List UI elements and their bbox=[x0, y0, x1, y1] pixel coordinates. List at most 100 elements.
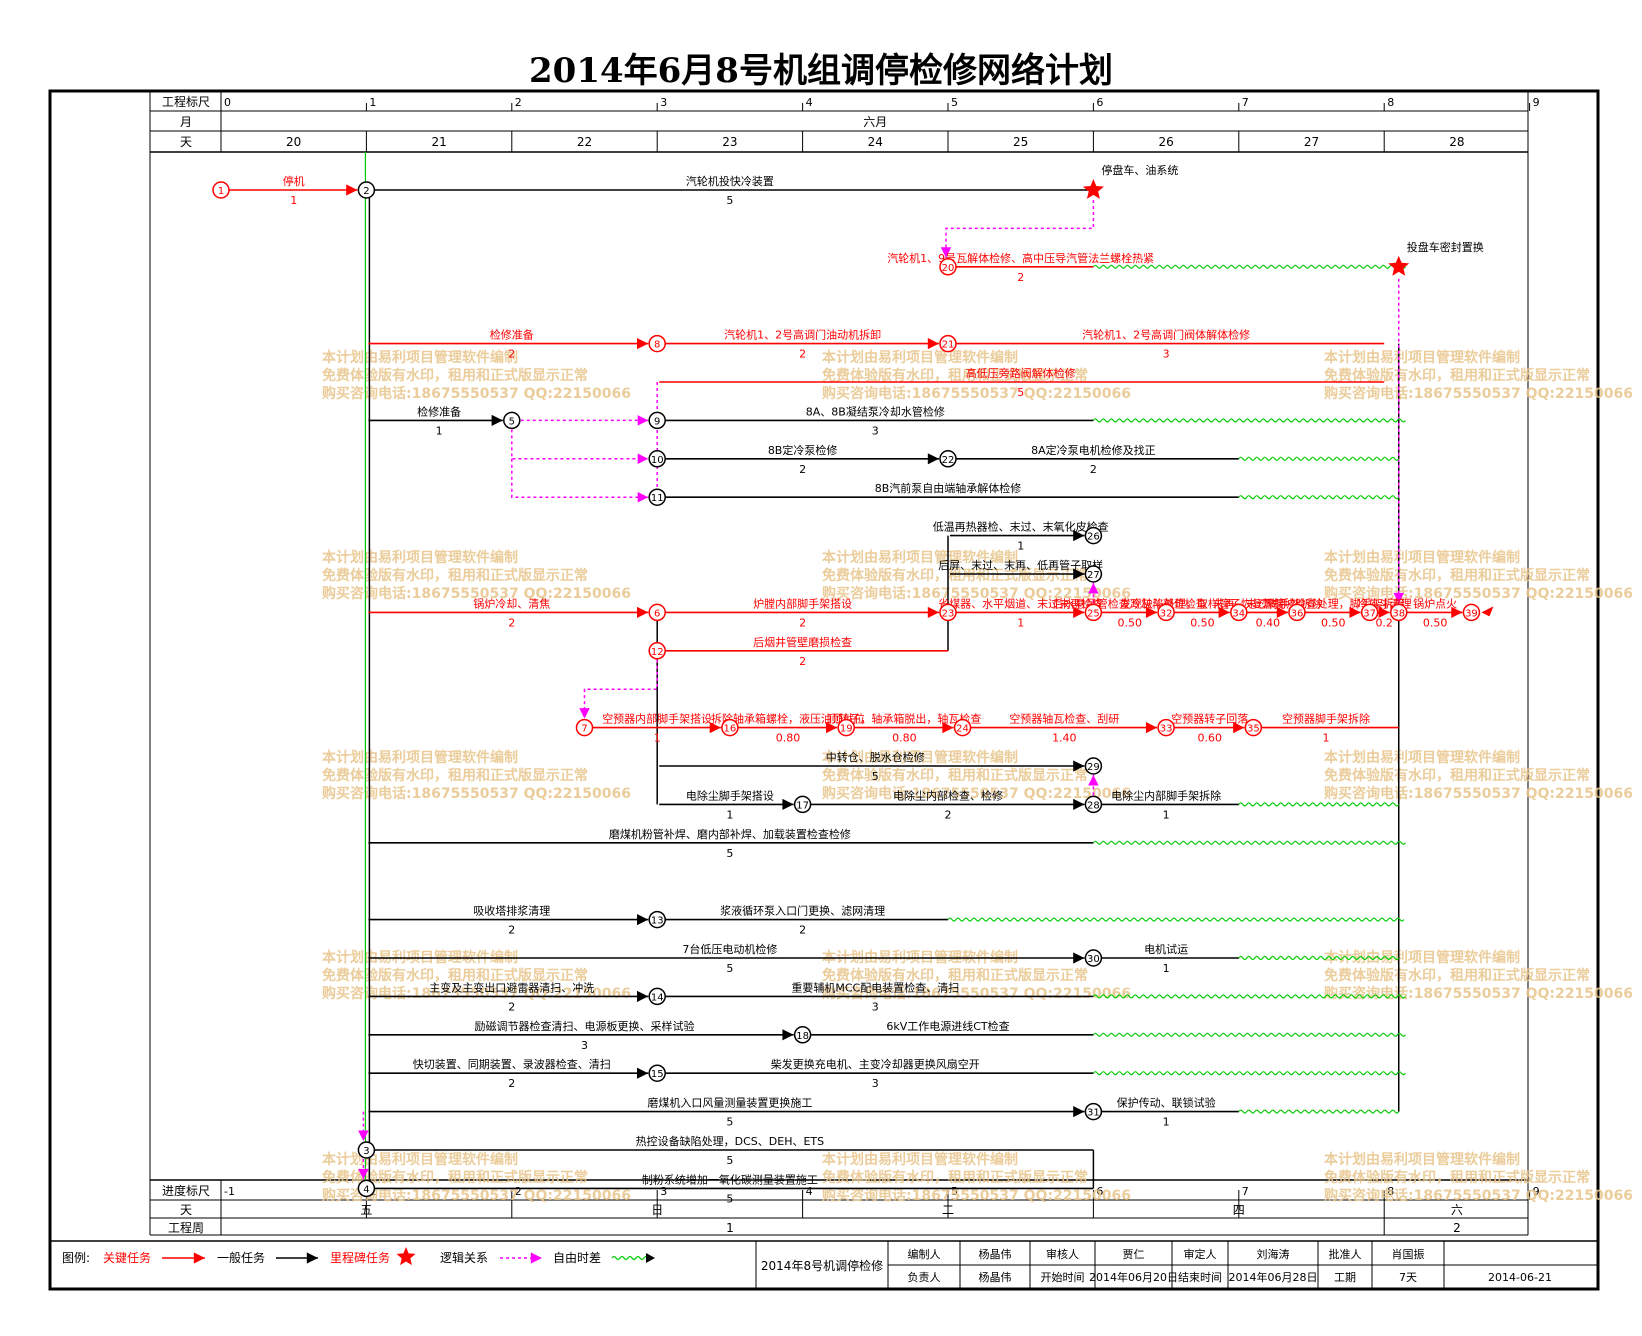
task-name: 7台低压电动机检修 bbox=[682, 942, 777, 956]
info-date: 2014-06-21 bbox=[1488, 1271, 1552, 1284]
legend-star-icon bbox=[396, 1247, 416, 1266]
weekday-label: 五 bbox=[360, 1203, 372, 1217]
watermark-text: 本计划由易利项目管理软件编制 bbox=[822, 549, 1018, 566]
node-number: 35 bbox=[1247, 724, 1260, 735]
node-circle bbox=[837, 718, 855, 737]
week-row-label: 工程周 bbox=[168, 1220, 204, 1235]
node-circle bbox=[1084, 949, 1103, 967]
day-label: 25 bbox=[1013, 135, 1028, 149]
task-name: 汽轮机投快冷装置 bbox=[686, 174, 774, 188]
free-float-line bbox=[1238, 495, 1400, 500]
node-circle bbox=[357, 1179, 376, 1198]
task-name: 8A、8B凝结泵冷却水管检修 bbox=[806, 404, 945, 418]
node-circle bbox=[793, 1026, 812, 1044]
progress-tick-label: 9 bbox=[1533, 1185, 1540, 1198]
task-duration: 1 bbox=[1163, 962, 1170, 975]
node-circle bbox=[212, 181, 230, 199]
node-circle bbox=[1462, 603, 1481, 622]
node-number: 31 bbox=[1087, 1108, 1100, 1119]
task-duration: 1.40 bbox=[1052, 732, 1077, 745]
task-name: 主变及主变出口避雷器清扫、冲洗 bbox=[429, 980, 594, 994]
task-duration: 5 bbox=[726, 1192, 733, 1205]
task-duration: 0.2 bbox=[1375, 616, 1393, 629]
task-duration: 3 bbox=[872, 424, 879, 437]
info-cell: 开始时间 bbox=[1041, 1270, 1085, 1284]
week-label: 2 bbox=[1453, 1221, 1461, 1235]
task-duration: 2 bbox=[508, 1000, 515, 1013]
node-number: 33 bbox=[1160, 724, 1173, 735]
watermark-text: 免费体验版有水印，租用和正式版显示正常 bbox=[322, 367, 588, 384]
watermark-text: 免费体验版有水印，租用和正式版显示正常 bbox=[322, 567, 588, 584]
watermark-text: 本计划由易利项目管理软件编制 bbox=[1324, 749, 1520, 766]
task-name: 制粉系统增加一氧化碳测量装置施工 bbox=[642, 1172, 818, 1186]
day-label: 26 bbox=[1158, 135, 1173, 149]
progress-tick-label: -1 bbox=[224, 1185, 235, 1198]
day-label: 22 bbox=[577, 135, 592, 149]
watermark-text: 购买咨询电话:18675550537 QQ:22150066 bbox=[1324, 785, 1633, 802]
task-duration: 1 bbox=[654, 732, 661, 745]
task-duration: 1 bbox=[1017, 616, 1024, 629]
task-duration: 2 bbox=[508, 924, 515, 937]
node-circle bbox=[648, 1064, 666, 1082]
scale-tick-label: 6 bbox=[1096, 96, 1103, 109]
node-number: 6 bbox=[654, 608, 660, 619]
task-name: 热控设备缺陷处理，DCS、DEH、ETS bbox=[636, 1134, 824, 1148]
node-number: 38 bbox=[1392, 608, 1405, 619]
node-circle bbox=[648, 411, 666, 430]
task-name: 汽轮机1、2号高调门油动机拆卸 bbox=[724, 328, 881, 342]
task-duration: 5 bbox=[1017, 386, 1024, 399]
watermark-text: 购买咨询电话:18675550537 QQ:22150066 bbox=[1324, 385, 1633, 402]
day-label: 23 bbox=[722, 135, 737, 149]
legend-float-line bbox=[611, 1255, 653, 1261]
free-float-line bbox=[947, 917, 1405, 922]
task-name: 后屏、末过、末再、低再管子取样 bbox=[938, 558, 1103, 572]
task-name: 励磁调节器检查清扫、电源板更换、采样试验 bbox=[475, 1019, 695, 1033]
free-float-line bbox=[1238, 456, 1400, 461]
watermark-text: 免费体验版有水印，租用和正式版显示正常 bbox=[822, 767, 1088, 784]
scale-tick-label: 3 bbox=[660, 96, 667, 109]
task-name: 低温再热器检、末过、末氧化皮检查 bbox=[933, 520, 1109, 534]
task-duration: 2 bbox=[799, 463, 806, 476]
watermark-text: 本计划由易利项目管理软件编制 bbox=[322, 349, 518, 366]
watermark-text: 本计划由易利项目管理软件编制 bbox=[322, 749, 518, 766]
day-label: 20 bbox=[286, 135, 301, 149]
node-circle bbox=[1288, 603, 1306, 622]
task-name: 8B汽前泵自由端轴承解体检修 bbox=[875, 481, 1022, 495]
progress-row-label: 进度标尺 bbox=[162, 1183, 210, 1198]
task-name: 快切装置、同期装置、录波器检查、清扫 bbox=[413, 1057, 611, 1071]
node-circle bbox=[1084, 526, 1103, 545]
task-duration: 3 bbox=[872, 1077, 879, 1090]
logic-link bbox=[940, 200, 1095, 258]
node-number: 25 bbox=[1087, 608, 1100, 619]
free-float-line bbox=[1092, 418, 1406, 423]
task-duration: 2 bbox=[508, 616, 515, 629]
task-duration: 5 bbox=[726, 1116, 733, 1129]
node-number: 13 bbox=[651, 916, 664, 927]
task-name: 8A定冷泵电机检修及找正 bbox=[1031, 443, 1156, 457]
watermark-text: 免费体验版有水印，租用和正式版显示正常 bbox=[822, 367, 1088, 384]
watermark-text: 免费体验版有水印，租用和正式版显示正常 bbox=[322, 767, 588, 784]
task-duration: 2 bbox=[799, 348, 806, 361]
scale-tick-label: 5 bbox=[951, 96, 958, 109]
watermark-text: 购买咨询电话:18675550537 QQ:22150066 bbox=[322, 385, 631, 402]
page-title: 2014年6月8号机组调停检修网络计划 bbox=[529, 51, 1113, 91]
info-cell: 2014年06月20日 bbox=[1089, 1270, 1178, 1284]
info-cell: 批准人 bbox=[1329, 1247, 1362, 1261]
node-circle bbox=[939, 450, 957, 468]
task-name: 6kV工作电源进线CT检查 bbox=[886, 1019, 1009, 1033]
node-circle bbox=[1244, 718, 1263, 737]
progress-tick-label: 6 bbox=[1096, 1185, 1103, 1198]
day-label: 24 bbox=[868, 135, 883, 149]
node-number: 12 bbox=[651, 647, 664, 658]
task-name: 吸收塔排浆清理 bbox=[473, 904, 550, 918]
scale-tick-label: 8 bbox=[1387, 96, 1394, 109]
scale-tick-label: 4 bbox=[806, 96, 813, 109]
legend-milestone-label: 里程碑任务 bbox=[330, 1250, 390, 1265]
node-circle bbox=[1084, 603, 1103, 622]
task-name: 炉膛内部脚手架搭设 bbox=[753, 596, 852, 610]
task-duration: 0.60 bbox=[1197, 732, 1222, 745]
watermark-text: 免费体验版有水印，租用和正式版显示正常 bbox=[822, 967, 1088, 984]
watermark-text: 购买咨询电话:18675550537 QQ:22150066 bbox=[322, 985, 631, 1002]
task-duration: 2 bbox=[1017, 271, 1024, 284]
task-duration: 2 bbox=[1090, 463, 1097, 476]
